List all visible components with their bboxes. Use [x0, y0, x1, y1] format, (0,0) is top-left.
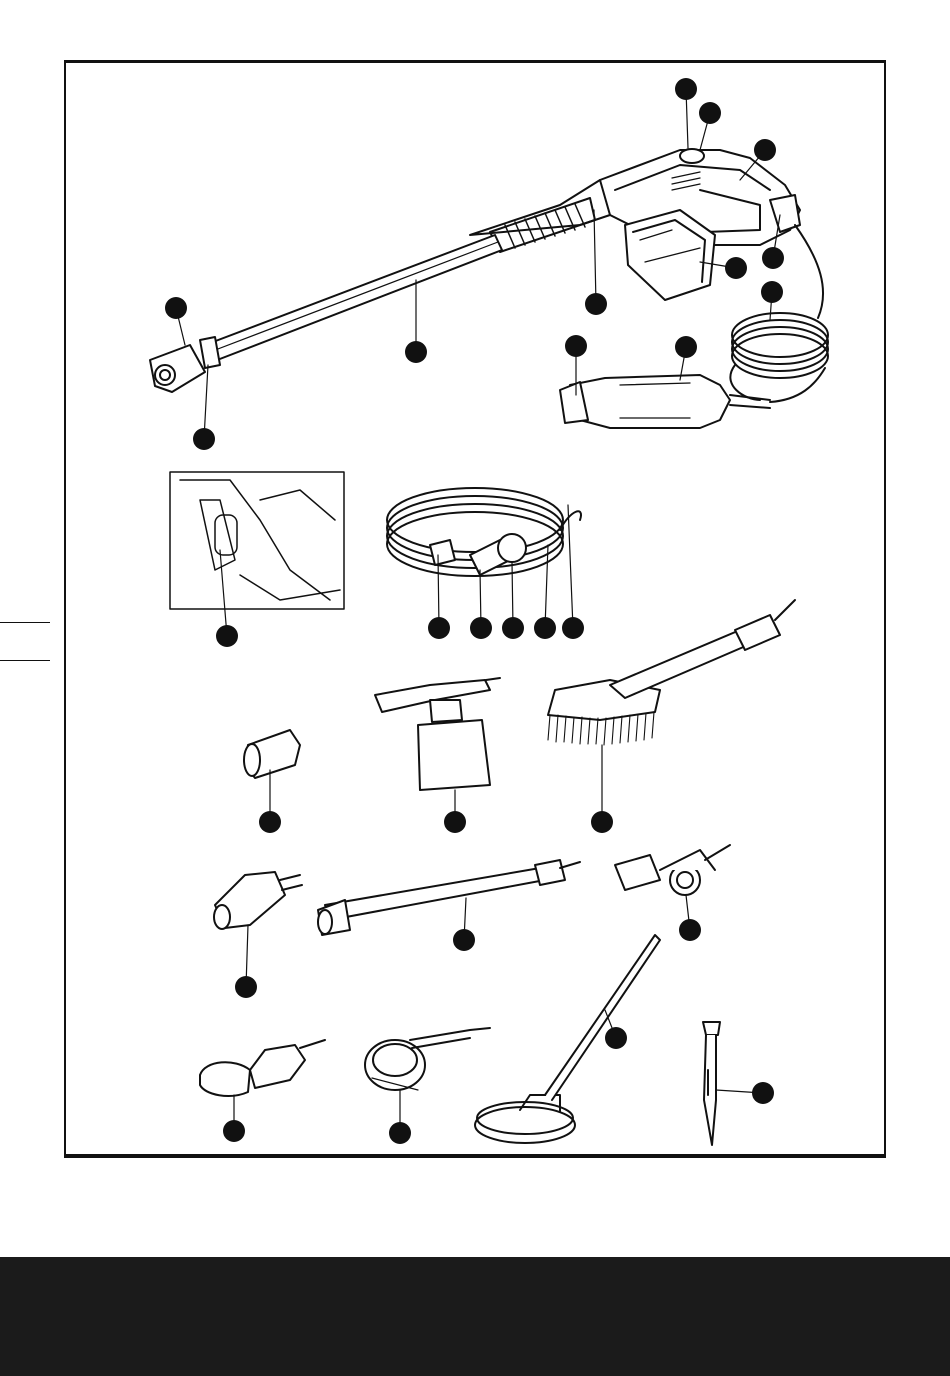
callout-marker	[165, 297, 187, 319]
callout-marker	[428, 617, 450, 639]
cleaning-needle	[703, 1022, 720, 1145]
callout-marker	[235, 976, 257, 998]
callout-marker	[565, 335, 587, 357]
callout-marker	[725, 257, 747, 279]
callout-marker	[534, 617, 556, 639]
callout-marker	[389, 1122, 411, 1144]
callout-marker	[216, 625, 238, 647]
callout-marker	[585, 293, 607, 315]
callout-marker	[675, 78, 697, 100]
callout-marker	[754, 139, 776, 161]
page-footer-band	[0, 1257, 950, 1376]
detail-inset	[170, 472, 344, 609]
callout-marker	[679, 919, 701, 941]
callout-marker	[605, 1027, 627, 1049]
callout-marker	[591, 811, 613, 833]
callout-marker	[259, 811, 281, 833]
inlet-hose	[387, 488, 581, 576]
wash-brush	[548, 600, 795, 745]
callout-marker	[699, 102, 721, 124]
extension-wand	[318, 860, 580, 935]
rotary-brush	[365, 1028, 490, 1090]
angle-adapter	[615, 845, 730, 895]
callout-marker	[502, 617, 524, 639]
trigger-button	[680, 149, 704, 163]
callout-marker	[562, 617, 584, 639]
callout-marker	[752, 1082, 774, 1104]
nozzle	[150, 345, 205, 392]
patio-cleaner	[475, 935, 660, 1143]
callout-marker	[444, 811, 466, 833]
lance	[200, 235, 502, 368]
callout-marker	[405, 341, 427, 363]
callout-marker	[675, 336, 697, 358]
callout-marker	[193, 428, 215, 450]
callout-marker	[470, 617, 492, 639]
quick-connector	[244, 730, 300, 778]
callout-marker	[762, 247, 784, 269]
foam-bottle	[375, 678, 500, 790]
callout-marker	[761, 281, 783, 303]
turbo-nozzle	[214, 872, 302, 929]
callout-marker	[223, 1120, 245, 1142]
soft-brush-nozzle	[200, 1040, 325, 1096]
callout-marker	[453, 929, 475, 951]
